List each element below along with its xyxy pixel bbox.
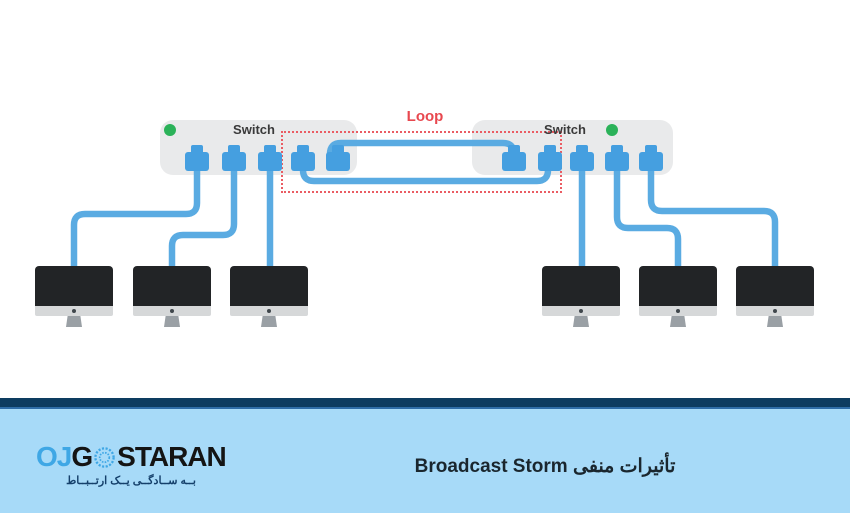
cables-layer: [70, 139, 779, 272]
cable-pc5: [613, 162, 682, 272]
monitor-dot: [72, 309, 76, 313]
cable-pc1: [70, 162, 201, 272]
monitor-screen: [35, 266, 113, 306]
footer-divider-bar: [0, 398, 850, 409]
monitor-stand: [573, 316, 589, 327]
ethernet-port-icon: [570, 152, 594, 171]
cable-pc6: [647, 162, 779, 272]
monitor-dot: [267, 309, 271, 313]
cable-loop-bottom: [299, 160, 552, 185]
ethernet-port-icon: [605, 152, 629, 171]
ethernet-port-icon: [291, 152, 315, 171]
logo-oj: OJ: [36, 441, 72, 472]
ethernet-port-icon: [258, 152, 282, 171]
monitor-dot: [773, 309, 777, 313]
computer-monitor: [133, 266, 211, 327]
status-led-icon: [606, 124, 618, 136]
ethernet-port-icon: [326, 152, 350, 171]
monitor-dot: [579, 309, 583, 313]
cable-pc2: [168, 162, 238, 272]
monitor-chin: [639, 306, 717, 316]
computer-monitor: [639, 266, 717, 327]
ethernet-port-icon: [639, 152, 663, 171]
monitor-chin: [542, 306, 620, 316]
monitor-stand: [164, 316, 180, 327]
monitor-stand: [261, 316, 277, 327]
computer-monitor: [736, 266, 814, 327]
status-led-icon: [164, 124, 176, 136]
switch-right-label: Switch: [544, 122, 586, 137]
monitor-stand: [767, 316, 783, 327]
page-title: تأثیرات منفی Broadcast Storm: [414, 456, 676, 477]
logo-staran: STARAN: [117, 441, 227, 472]
monitor-chin: [736, 306, 814, 316]
monitor-chin: [35, 306, 113, 316]
monitor-screen: [230, 266, 308, 306]
ethernet-port-icon: [502, 152, 526, 171]
network-diagram: Loop Switch Switch: [0, 0, 850, 398]
ethernet-port-icon: [222, 152, 246, 171]
monitor-screen: [639, 266, 717, 306]
monitor-chin: [230, 306, 308, 316]
computer-monitor: [542, 266, 620, 327]
monitor-dot: [676, 309, 680, 313]
monitor-stand: [66, 316, 82, 327]
computer-monitor: [230, 266, 308, 327]
monitor-dot: [170, 309, 174, 313]
logo-tagline: بــه ســادگــی یــک ارتــبــاط: [66, 475, 196, 487]
monitor-chin: [133, 306, 211, 316]
monitor-screen: [133, 266, 211, 306]
ethernet-port-icon: [538, 152, 562, 171]
ethernet-port-icon: [185, 152, 209, 171]
switch-left-label: Switch: [233, 122, 275, 137]
loop-label: Loop: [406, 108, 444, 125]
logo-g: G: [71, 441, 93, 472]
monitor-stand: [670, 316, 686, 327]
gear-o-icon: [94, 446, 115, 468]
computer-monitor: [35, 266, 113, 327]
monitor-screen: [542, 266, 620, 306]
monitor-screen: [736, 266, 814, 306]
